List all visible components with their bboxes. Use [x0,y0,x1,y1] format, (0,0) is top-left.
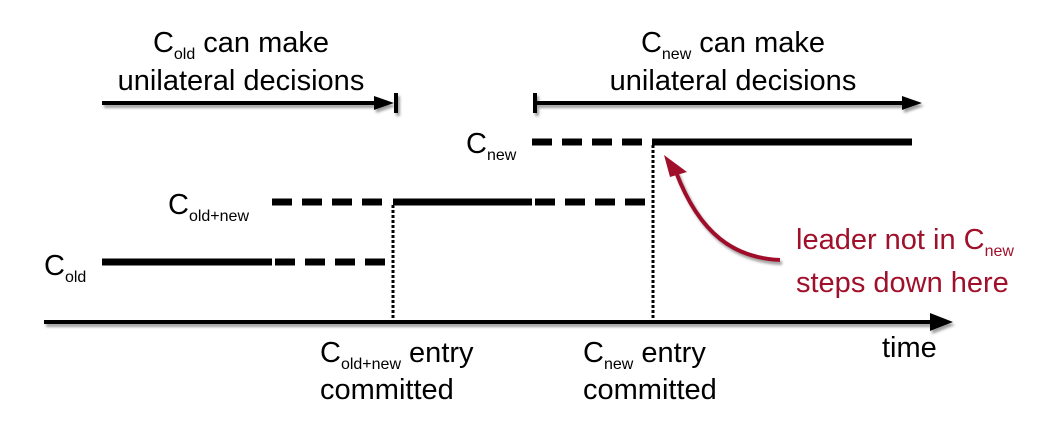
new-decisions-sub: new [662,46,692,63]
oldnew-commit-label-line2: committed [320,374,454,406]
leader-step-down-curved-arrow [674,171,781,262]
leader-note-line1: leader not in Cnew [796,224,1014,260]
oldnew-commit-label-line1: Cold+new entry [320,337,474,373]
row-label-old-sub: old [65,269,86,286]
new-decisions-arrow [533,93,922,113]
row-label-oldnew-sub: old+new [189,208,249,225]
new-commit-label-line2: committed [583,374,717,406]
row-label-oldnew-c: C [168,189,189,221]
row-label-oldnew: Cold+new [168,189,249,225]
oldnew-commit-rest: entry [401,337,474,369]
row-label-old: Cold [44,250,86,286]
oldnew-commit-c: C [320,337,341,369]
row-label-new-sub: new [487,147,517,164]
row-label-new: Cnew [466,128,517,164]
new-commit-sub: new [604,356,634,373]
leader-note-line1-text: leader not in C [796,224,985,256]
new-decisions-label-line1: Cnew can make [641,27,825,63]
old-decisions-c: C [153,27,174,59]
time-axis-arrow [44,313,953,331]
leader-note-line1-sub: new [985,243,1015,260]
row-label-new-c: C [466,128,487,160]
old-decisions-label-line2: unilateral decisions [118,65,365,97]
time-axis-label: time [882,332,937,364]
new-commit-label-line1: Cnew entry [583,337,706,373]
new-decisions-rest: can make [691,27,825,59]
new-decisions-c: C [641,27,662,59]
old-decisions-rest: can make [195,27,329,59]
old-decisions-label-line1: Cold can make [153,27,329,63]
old-decisions-arrow [102,93,398,113]
oldnew-commit-sub: old+new [341,356,401,373]
row-label-old-c: C [44,250,65,282]
new-commit-rest: entry [633,337,706,369]
leader-note-line2: steps down here [796,267,1009,299]
old-decisions-sub: old [174,46,195,63]
new-commit-c: C [583,337,604,369]
new-decisions-label-line2: unilateral decisions [610,65,857,97]
leader-step-down-arrowhead [664,155,687,177]
